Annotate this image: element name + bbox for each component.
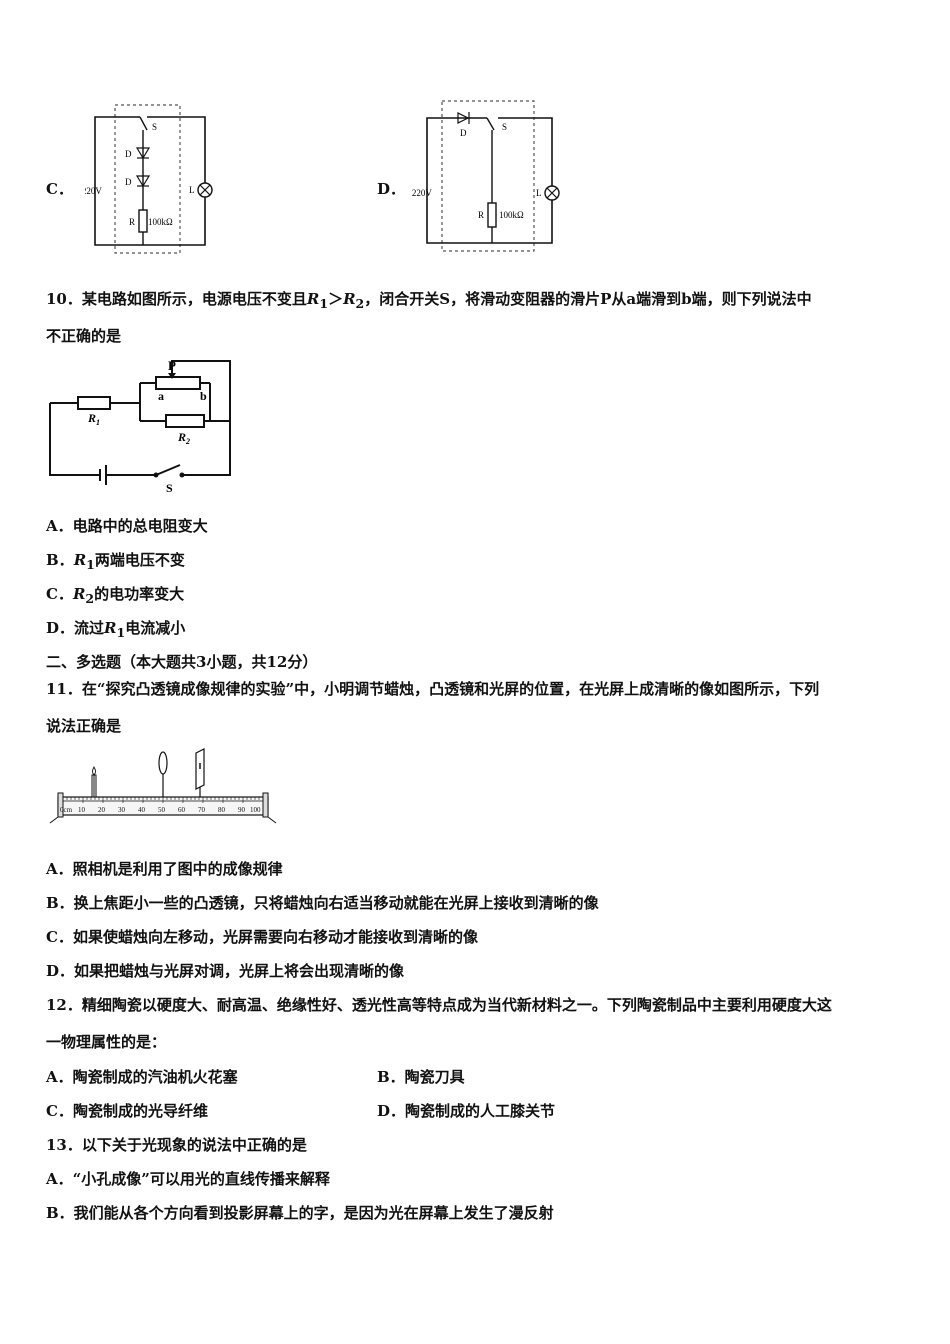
svg-text:100kΩ: 100kΩ xyxy=(499,210,524,220)
q10-option-a[interactable]: A．电路中的总电阻变大 xyxy=(46,517,208,535)
svg-text:R1: R1 xyxy=(87,411,100,427)
svg-text:a: a xyxy=(158,389,164,403)
svg-text:S: S xyxy=(502,122,507,132)
q12-option-d[interactable]: D．陶瓷制成的人工膝关节 xyxy=(377,1102,556,1120)
q11-option-c[interactable]: C．如果使蜡烛向左移动，光屏需要向右移动才能接收到清晰的像 xyxy=(46,928,478,946)
svg-text:D: D xyxy=(125,149,132,159)
q12-option-a[interactable]: A．陶瓷制成的汽油机火花塞 xyxy=(46,1068,238,1086)
svg-text:P: P xyxy=(168,358,176,373)
svg-text:L: L xyxy=(189,185,195,195)
svg-text:90: 90 xyxy=(238,806,246,814)
svg-text:S: S xyxy=(152,122,157,132)
q9-option-d-label[interactable]: D． xyxy=(377,180,406,198)
svg-text:80: 80 xyxy=(218,806,226,814)
q11-stem-line2: 说法正确是 xyxy=(46,717,122,735)
svg-text:100kΩ: 100kΩ xyxy=(148,217,173,227)
svg-text:R: R xyxy=(478,210,484,220)
q11-optical-bench: 0cm 10 20 30 40 50 60 70 80 90 100 xyxy=(49,748,277,824)
svg-text:~220V: ~220V xyxy=(85,186,102,196)
q11-option-d[interactable]: D．如果把蜡烛与光屏对调，光屏上将会出现清晰的像 xyxy=(46,962,405,980)
svg-text:60: 60 xyxy=(178,806,186,814)
svg-text:L: L xyxy=(536,188,542,198)
q12-stem-line1: 12．精细陶瓷以硬度大、耐高温、绝缘性好、透光性高等特点成为当代新材料之一。下列… xyxy=(46,996,832,1014)
q10-stem-line1: 10．某电路如图所示，电源电压不变且R1＞R2，闭合开关S，将滑动变阻器的滑片P… xyxy=(46,290,812,311)
q13-stem: 13．以下关于光现象的说法中正确的是 xyxy=(46,1136,307,1154)
svg-text:S: S xyxy=(166,481,173,495)
svg-text:30: 30 xyxy=(118,806,126,814)
q9-circuit-d: S D ~220V R 100kΩ L xyxy=(412,100,560,252)
q10-option-b[interactable]: B．R1两端电压不变 xyxy=(46,551,185,572)
svg-text:R2: R2 xyxy=(177,430,190,446)
q10-option-c[interactable]: C．R2的电功率变大 xyxy=(46,585,185,606)
q11-option-a[interactable]: A．照相机是利用了图中的成像规律 xyxy=(46,860,283,878)
q9-circuit-c: S D D ~220V R 100kΩ L xyxy=(85,104,213,254)
q9-option-c-label[interactable]: C． xyxy=(46,180,73,198)
svg-text:70: 70 xyxy=(198,806,206,814)
svg-text:50: 50 xyxy=(158,806,166,814)
svg-text:R: R xyxy=(129,217,135,227)
q13-option-a[interactable]: A．“小孔成像”可以用光的直线传播来解释 xyxy=(46,1170,330,1188)
svg-text:40: 40 xyxy=(138,806,146,814)
q11-option-b[interactable]: B．换上焦距小一些的凸透镜，只将蜡烛向右适当移动就能在光屏上接收到清晰的像 xyxy=(46,894,599,912)
q12-stem-line2: 一物理属性的是： xyxy=(46,1033,167,1051)
q10-circuit: P a b R1 R2 S xyxy=(49,358,231,495)
svg-text:0cm: 0cm xyxy=(60,806,73,814)
section-heading: 二、多选题（本大题共3小题，共12分） xyxy=(46,653,318,671)
q13-option-b[interactable]: B．我们能从各个方向看到投影屏幕上的字，是因为光在屏幕上发生了漫反射 xyxy=(46,1204,554,1222)
svg-text:10: 10 xyxy=(78,806,86,814)
svg-text:100: 100 xyxy=(250,806,261,814)
q10-stem-line2: 不正确的是 xyxy=(46,327,122,345)
svg-text:20: 20 xyxy=(98,806,106,814)
svg-text:b: b xyxy=(200,389,207,403)
svg-text:D: D xyxy=(460,128,467,138)
svg-text:D: D xyxy=(125,177,132,187)
svg-text:~220V: ~220V xyxy=(412,188,432,198)
q12-option-c[interactable]: C．陶瓷制成的光导纤维 xyxy=(46,1102,208,1120)
q12-option-b[interactable]: B．陶瓷刀具 xyxy=(377,1068,465,1086)
q11-stem-line1: 11．在“探究凸透镜成像规律的实验”中，小明调节蜡烛，凸透镜和光屏的位置，在光屏… xyxy=(46,680,820,698)
q10-option-d[interactable]: D．流过R1电流减小 xyxy=(46,619,186,640)
